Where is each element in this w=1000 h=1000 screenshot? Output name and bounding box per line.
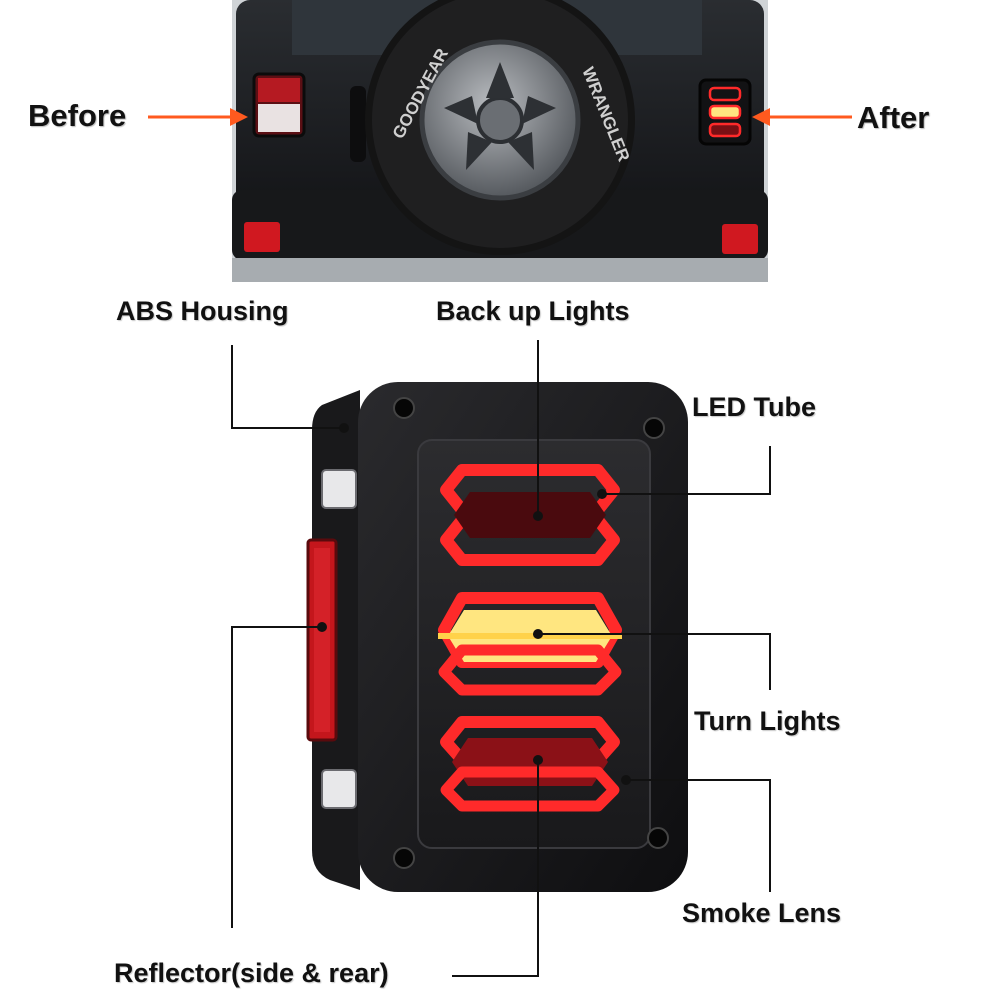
rear-reflector-module [440,716,620,812]
smoke-lens-label: Smoke Lens [682,898,842,928]
after-arrow [752,108,852,126]
before-arrow [148,108,248,126]
leader-reflector-side [231,626,322,928]
mount-screw [393,847,415,869]
led-tail-light-installed [698,78,752,146]
after-label: After [857,100,930,135]
led-tube-label: LED Tube [692,392,816,422]
leader-smoke-lens [626,779,771,892]
mount-screw [393,397,415,419]
leader-abs-housing [231,345,344,429]
bumper-reflector-right [722,224,758,254]
side-reflector [306,538,338,742]
jeep-rear-photo: GOODYEAR WRANGLER [232,0,768,282]
before-label: Before [28,98,127,133]
leader-turn-lights [538,633,771,690]
turn-light-module [438,592,622,696]
mount-screw [647,827,669,849]
bumper-reflector-left [244,222,280,252]
stock-tail-light [252,72,306,138]
back-up-light-module [440,464,620,566]
leader-reflector-rear [452,760,539,977]
turn-lights-label: Turn Lights [694,706,841,736]
leader-led-tube [602,446,771,495]
back-up-lights-label: Back up Lights [436,296,630,326]
reflector-label: Reflector(side & rear) [114,958,389,988]
spare-tire: GOODYEAR WRANGLER [365,0,635,255]
mount-screw [643,417,665,439]
abs-housing-label: ABS Housing [116,296,289,326]
